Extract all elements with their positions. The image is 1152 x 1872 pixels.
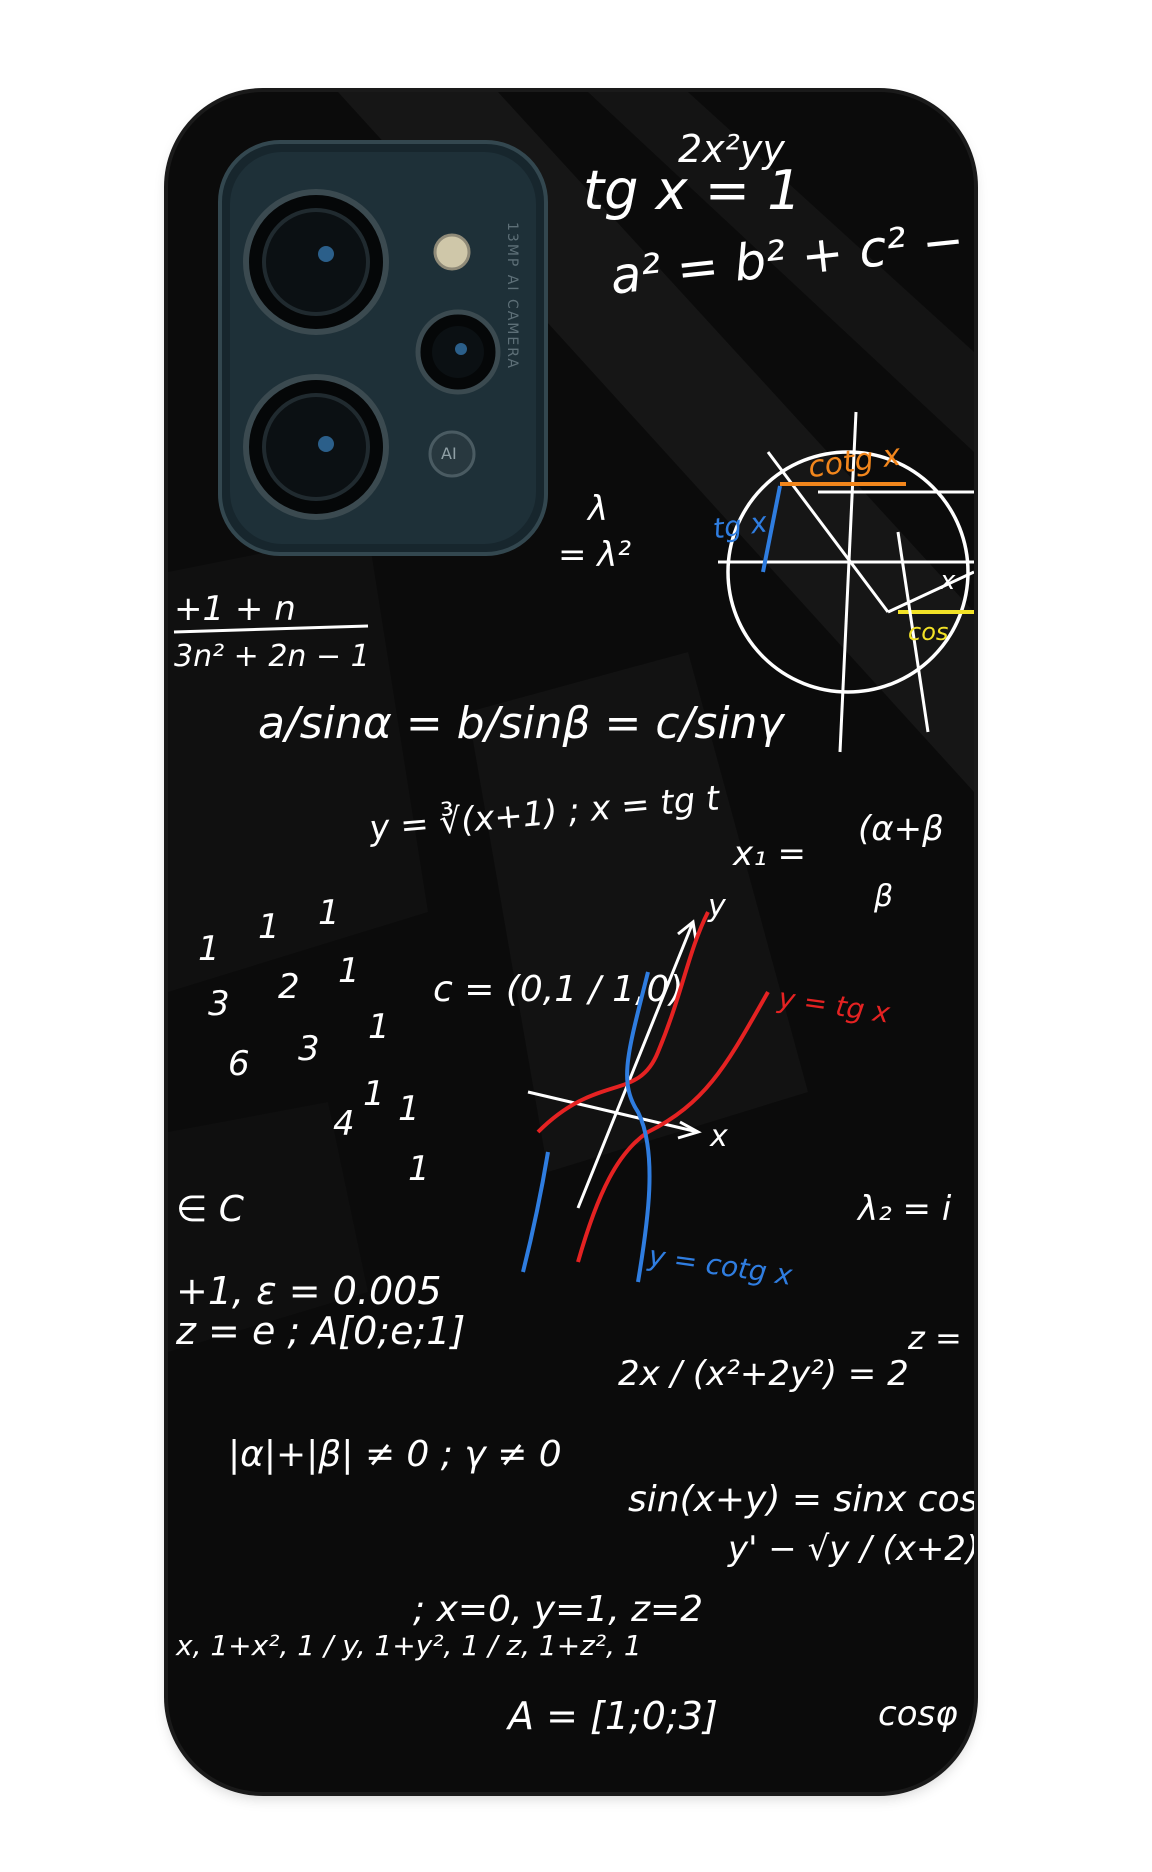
digit: 3: [298, 1029, 320, 1069]
formula-abs-ineq: |α|+|β| ≠ 0 ; γ ≠ 0: [228, 1434, 562, 1475]
formula-cosphi: cosφ: [878, 1694, 958, 1734]
formula-epsilon: +1, ε = 0.005: [176, 1269, 442, 1313]
formula-tgx: tg x = 1: [583, 159, 802, 222]
formula-beta: β: [874, 879, 894, 914]
digit: 1: [258, 907, 280, 947]
digit: 1: [368, 1007, 390, 1047]
formula-matrix-x: x, 1+x², 1 / y, 1+y², 1 / z, 1+z², 1: [176, 1629, 642, 1662]
formula-sine-law: a/sinα = b/sinβ = c/sinγ: [258, 698, 784, 749]
formula-lambda2: λ₂ = i: [858, 1189, 952, 1229]
function-graph: [521, 911, 770, 1283]
digit: 6: [228, 1044, 250, 1084]
digit: 1: [198, 929, 220, 969]
digit: 1: [318, 893, 340, 933]
phone-case-back: AI 13MP AI CAMERA 2x²yy tg x = 1 a² = b²…: [168, 92, 974, 1792]
formula-alpha-beta: (α+β: [858, 809, 944, 849]
graph-x-axis-label: x: [710, 1119, 728, 1154]
formula-in-c: ∈ C: [176, 1189, 244, 1230]
digit: 1: [408, 1149, 430, 1189]
digit: 1: [338, 951, 360, 991]
series-denominator: 3n² + 2n − 1: [174, 639, 370, 674]
camera-module: [218, 140, 548, 556]
formula-lambda-eq: = λ²: [558, 535, 632, 575]
digit: 1: [398, 1089, 420, 1129]
label-x-circle: x: [940, 566, 956, 596]
formula-x1: x₁ =: [733, 834, 807, 874]
formula-lambda: λ: [588, 489, 609, 529]
label-cos: cos: [908, 618, 949, 646]
graph-y-axis-label: y: [708, 889, 726, 924]
digit: 1: [363, 1074, 385, 1114]
formula-frac-2x: 2x / (x²+2y²) = 2: [618, 1354, 909, 1394]
series-fraction-bar: [173, 624, 369, 634]
ai-badge-label: AI: [441, 444, 457, 463]
digit: 3: [208, 984, 230, 1024]
formula-ez: z = e ; A[0;e;1]: [176, 1309, 466, 1353]
unit-circle-diagram: [718, 411, 974, 753]
formula-z-eq: z =: [908, 1319, 962, 1357]
formula-sin-sum: sin(x+y) = sinx cos: [628, 1479, 974, 1520]
formula-y-prime: y' − √y / (x+2): [728, 1529, 974, 1569]
series-numerator: +1 + n: [174, 589, 296, 629]
digit: 4: [333, 1104, 355, 1144]
formula-xyz: ; x=0, y=1, z=2: [413, 1589, 704, 1630]
digit: 2: [278, 967, 300, 1007]
formula-2x2yy: 2x²yy: [678, 127, 785, 171]
formula-a-vec: A = [1;0;3]: [508, 1694, 718, 1738]
